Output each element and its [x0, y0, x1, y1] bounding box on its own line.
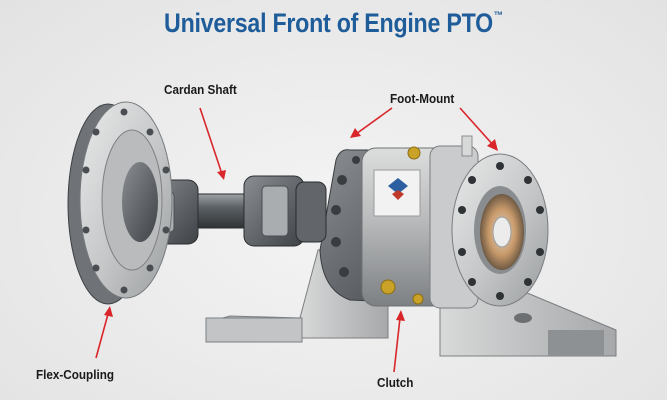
- cardan-shaft-arrow: [199, 107, 223, 175]
- label-foot-mount: Foot-Mount: [390, 91, 455, 106]
- foot-mount-flange: [451, 153, 549, 307]
- title-text: Universal Front of Engine PTO: [164, 8, 493, 38]
- foot-mount-arrow-left: [355, 107, 393, 135]
- label-clutch: Clutch: [377, 375, 414, 390]
- label-cardan-shaft: Cardan Shaft: [164, 82, 237, 97]
- foot-mount-arrow-right: [459, 107, 495, 147]
- flex-coupling-arrow: [95, 313, 109, 359]
- callout-arrows: [95, 107, 498, 373]
- clutch-arrow: [393, 317, 401, 373]
- flex-coupling: [67, 101, 173, 305]
- label-flex-coupling: Flex-Coupling: [36, 367, 115, 382]
- page-title: Universal Front of Engine PTO™: [47, 8, 621, 39]
- trademark-symbol: ™: [493, 10, 503, 22]
